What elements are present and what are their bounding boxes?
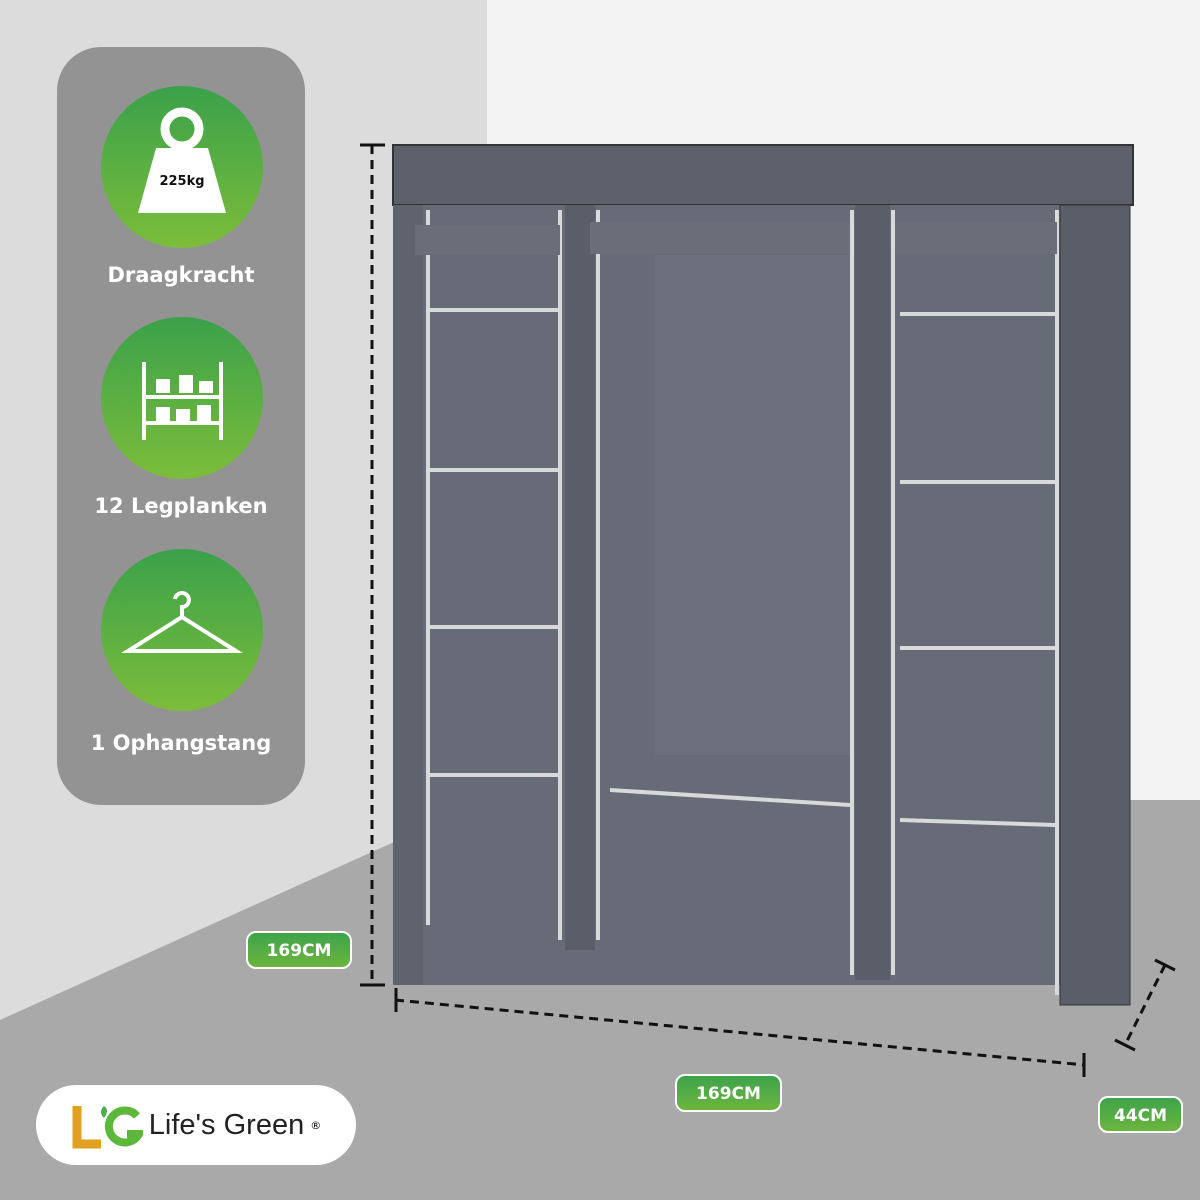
wardrobe-image: [392, 144, 1134, 1006]
weight-icon: 225kg: [101, 86, 263, 248]
width-dimension-label: 169CM: [675, 1074, 782, 1112]
weight-value: 225kg: [159, 174, 205, 189]
brand-name: Life's Green: [148, 1108, 305, 1141]
feature-label: 1 Ophangstang: [90, 731, 272, 755]
brand-mark-icon: [72, 1106, 143, 1149]
shelves-icon: [101, 317, 263, 479]
brand-logo: Life's Green ®: [36, 1085, 356, 1165]
registered-mark: ®: [310, 1118, 322, 1132]
height-dimension-label: 169CM: [246, 931, 352, 969]
feature-label: Draagkracht: [107, 263, 255, 287]
feature-label: 12 Legplanken: [94, 494, 268, 518]
hanger-icon: [101, 549, 263, 711]
depth-dimension-label: 44CM: [1098, 1096, 1183, 1133]
dimension-lines: [370, 145, 1167, 1067]
